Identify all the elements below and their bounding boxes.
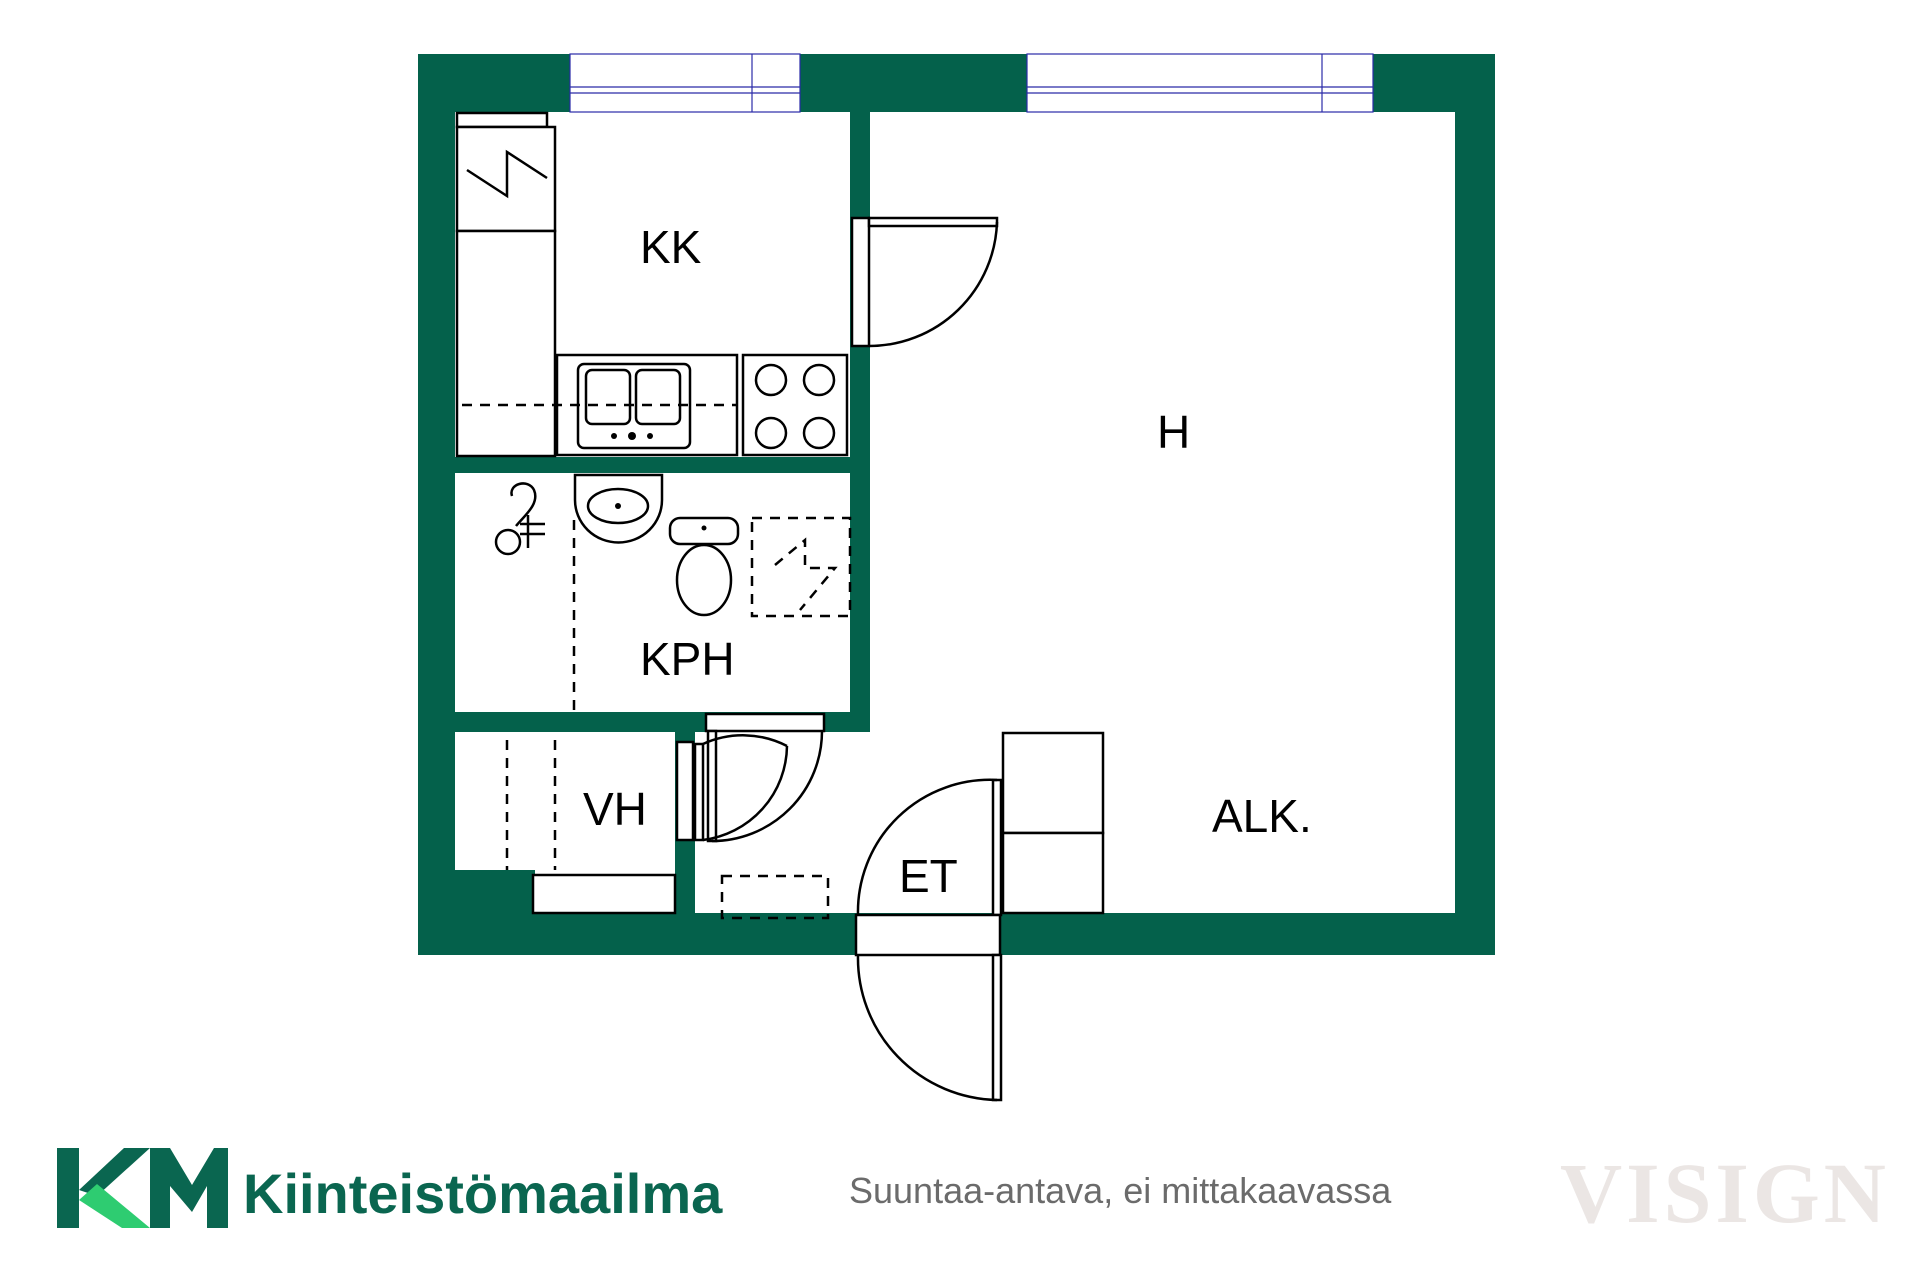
room-label-kk: KK — [640, 221, 702, 273]
stove — [741, 353, 849, 457]
inner-door-swing — [856, 778, 998, 916]
bathroom-door — [704, 712, 826, 843]
tall-cabinet — [455, 229, 557, 458]
wardrobe-upper — [1001, 731, 1105, 835]
inner-door-leaf — [991, 778, 1003, 917]
cabinet-top — [455, 111, 549, 129]
toilet-bowl-icon — [675, 543, 733, 617]
km-logo-icon — [57, 1148, 228, 1228]
shoe-rack-space — [720, 874, 830, 920]
room-label-kph: KPH — [640, 633, 735, 685]
closet-door-leaf — [693, 742, 705, 842]
front-door-swing — [856, 954, 998, 1102]
kitchen-fixtures — [455, 111, 849, 458]
brand-name: Kiinteistömaailma — [243, 1162, 723, 1225]
fridge-symbol-icon — [466, 149, 548, 199]
room-label-alk: ALK. — [1212, 790, 1312, 842]
room-label-h: H — [1157, 406, 1190, 458]
brand-logo: Kiinteistömaailma — [57, 1148, 723, 1228]
stove-burner-icon — [754, 363, 788, 397]
front-door-leaf — [991, 953, 1003, 1102]
washing-machine-space — [750, 516, 852, 618]
entrance-fixtures — [720, 731, 1105, 1102]
front-door-threshold — [854, 913, 1002, 957]
kitchen-door — [850, 216, 999, 348]
closet-bench — [531, 873, 677, 915]
sink-basin-left — [584, 368, 632, 426]
kitchen-bath-wall — [455, 457, 850, 473]
window-right — [1026, 53, 1374, 113]
closet-door-swing — [702, 734, 788, 748]
kitchen-living-wall — [850, 112, 870, 732]
visign-watermark: VISIGN — [1560, 1145, 1890, 1241]
closet-bottom-wall — [455, 870, 535, 913]
shower-icon — [510, 482, 537, 527]
washing-machine-symbol-icon — [774, 537, 838, 611]
closet-door-frame — [675, 740, 695, 842]
disclaimer-text: Suuntaa-antava, ei mittakaavassa — [849, 1170, 1392, 1211]
toilet-tank — [668, 516, 740, 546]
sink-tap-icon — [628, 432, 636, 440]
room-label-et: ET — [899, 850, 958, 902]
bathroom-fixtures — [494, 473, 852, 712]
sink-basin-right — [634, 368, 682, 426]
wardrobe-lower — [1001, 831, 1105, 915]
room-label-vh: VH — [583, 783, 647, 835]
closet-fixtures — [505, 734, 789, 915]
window-left — [569, 53, 801, 113]
